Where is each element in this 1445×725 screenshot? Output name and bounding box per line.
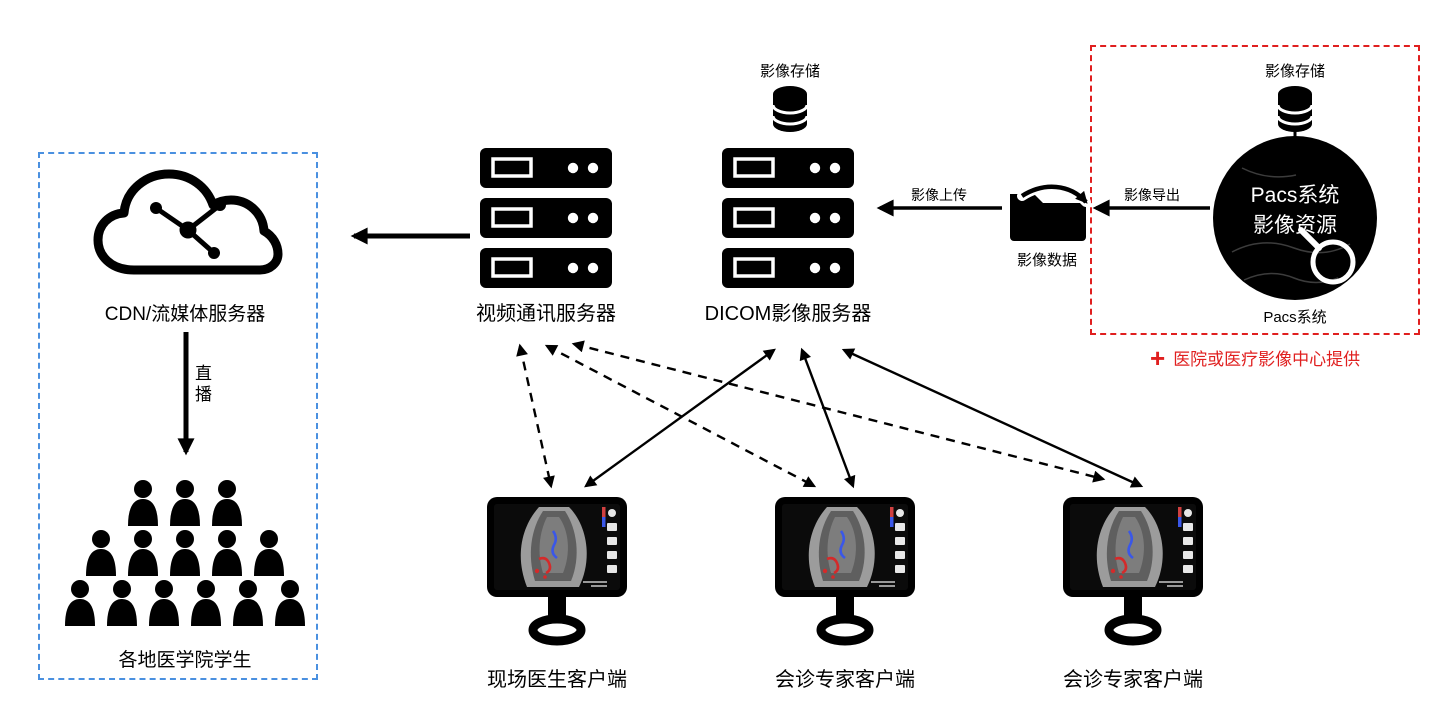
arrow-dashed-video-client-2 [544, 344, 817, 488]
cdn-server-label: CDN/流媒体服务器 [104, 304, 266, 325]
person-icon [149, 580, 179, 626]
cdn-group-box [38, 152, 318, 680]
client-monitor-2 [775, 497, 915, 641]
network-icon [150, 199, 226, 259]
client-label-2: 会诊专家客户端 [775, 669, 915, 691]
arrow-solid-dicom-client-1 [584, 348, 776, 488]
client-label-3: 会诊专家客户端 [1063, 669, 1203, 691]
provider-note: + 医院或医疗影像中心提供 [1150, 343, 1361, 373]
pacs-group-box [1090, 45, 1420, 335]
client-monitor-3 [1063, 497, 1203, 641]
person-icon [212, 480, 242, 526]
video-server-icon [480, 148, 612, 288]
person-icon [170, 480, 200, 526]
person-icon [254, 530, 284, 576]
dicom-storage-database-icon [771, 84, 809, 134]
pacs-caption-label: Pacs系统 [1263, 309, 1327, 326]
live-broadcast-label: 直播 [195, 364, 212, 404]
magnifier-icon [1298, 227, 1356, 285]
image-export-label: 影像导出 [1124, 187, 1180, 203]
pacs-system-icon [1213, 136, 1377, 300]
students-label: 各地医学院学生 [118, 650, 252, 671]
pacs-storage-database-icon [1276, 84, 1314, 134]
plus-icon: + [1150, 343, 1166, 373]
cloud-icon [93, 169, 283, 275]
image-data-label: 影像数据 [1016, 252, 1078, 269]
pacs-storage-label: 影像存储 [1264, 63, 1326, 80]
arrow-dashed-video-client-1 [516, 343, 555, 489]
client-label-1: 现场医生客户端 [487, 669, 627, 691]
dicom-server-label: DICOM影像服务器 [704, 303, 872, 325]
provider-note-text: 医院或医疗影像中心提供 [1173, 350, 1361, 369]
arrow-solid-dicom-client-2 [799, 347, 856, 489]
pacs-circle-title-line2: 影像资源 [1253, 214, 1337, 237]
client-monitor-1 [487, 497, 627, 641]
person-icon [170, 530, 200, 576]
image-upload-label: 影像上传 [911, 187, 967, 203]
person-icon [275, 580, 305, 626]
video-server-label: 视频通讯服务器 [476, 303, 616, 325]
person-icon [86, 530, 116, 576]
arrow-solid-dicom-client-3 [841, 348, 1144, 488]
pacs-circle-title-line1: Pacs系统 [1250, 184, 1340, 207]
dicom-storage-label: 影像存储 [759, 63, 821, 80]
person-icon [128, 530, 158, 576]
person-icon [65, 580, 95, 626]
students-pyramid-icon [65, 480, 305, 626]
person-icon [212, 530, 242, 576]
person-icon [107, 580, 137, 626]
dicom-server-icon [722, 148, 854, 288]
folder-export-icon [1010, 181, 1091, 241]
person-icon [233, 580, 263, 626]
person-icon [128, 480, 158, 526]
person-icon [191, 580, 221, 626]
pacs-circle-title: Pacs系统 影像资源 [1251, 181, 1340, 241]
arrow-dashed-video-client-3 [571, 340, 1106, 483]
